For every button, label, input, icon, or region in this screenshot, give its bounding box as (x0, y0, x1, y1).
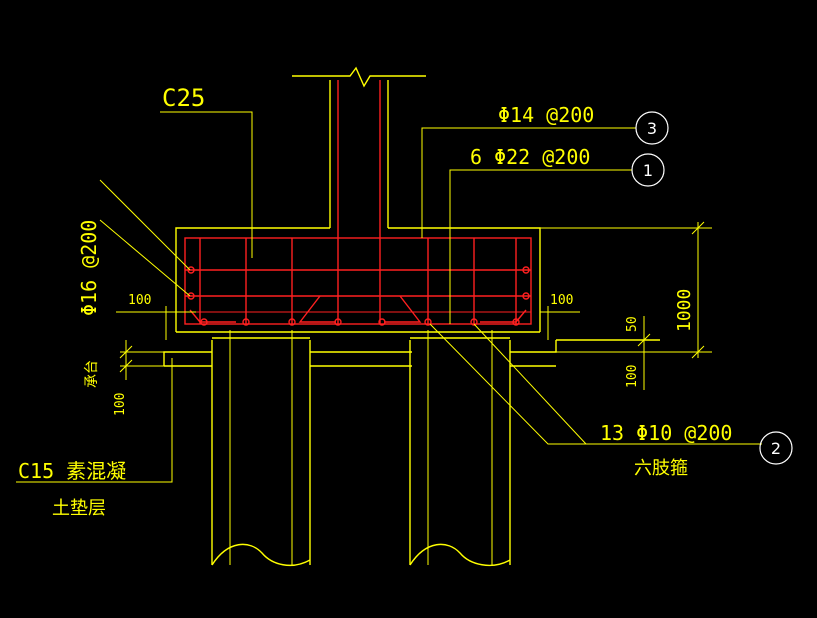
callout-number-1: 1 (643, 161, 653, 180)
bedding-label-line1: C15 素混凝 (18, 459, 126, 483)
stirrup-note-label: 六肢箍 (634, 458, 688, 479)
side-bar-label: Φ16 @200 (77, 220, 101, 316)
rebar-dot (288, 318, 296, 326)
callout-number-3: 3 (647, 119, 657, 138)
dim-1000-label: 1000 (674, 289, 695, 332)
leader-c25 (160, 111, 253, 258)
rebar-dot (334, 318, 342, 326)
callout-circle-2 (759, 431, 793, 465)
leader-bedding (16, 358, 173, 483)
structure-outline (163, 66, 660, 567)
bedding-left (163, 351, 212, 366)
dim-100-left-label: 100 (128, 293, 151, 308)
dim-100-bed-right-label: 100 (625, 365, 640, 388)
dim-tick (119, 359, 133, 373)
rebar-dot (470, 318, 478, 326)
bedding-right (510, 340, 557, 353)
cap-top-left (175, 227, 330, 332)
reinforcement (184, 80, 532, 326)
callout-circle-3 (635, 111, 669, 145)
rebar-dot (512, 318, 520, 326)
dim-tick (637, 333, 651, 347)
rebar-dots (187, 266, 530, 326)
dim-tick (691, 345, 705, 359)
pile-cap-label: 承台 (84, 360, 100, 388)
leader-stirrup-b (473, 323, 587, 445)
dim-tick (119, 345, 133, 359)
rebar-dot (378, 318, 386, 326)
hook-center-left (298, 295, 336, 323)
rebar-dot (187, 266, 195, 274)
dim-100-right-label: 100 (550, 293, 573, 308)
rebar-dot (424, 318, 432, 326)
column-break-line (292, 66, 426, 88)
hook-right (480, 309, 527, 323)
hook-center-right (384, 295, 422, 323)
rebar-dot (187, 292, 195, 300)
callouts (631, 111, 793, 465)
rebar-dot (522, 266, 530, 274)
stirrup-label: 13 Φ10 @200 (600, 421, 732, 445)
callout-circle-1 (631, 153, 665, 187)
rebar-dot (200, 318, 208, 326)
dim-50-label: 50 (625, 316, 640, 332)
leader-top-bar (421, 127, 636, 238)
pile-right-break (409, 543, 511, 567)
rebar-dot (522, 292, 530, 300)
leader-side-bar-b (99, 219, 191, 297)
leader-stirrup-a (429, 323, 762, 445)
dim-100-bed-label: 100 (113, 393, 128, 416)
rebar-cage (184, 237, 532, 325)
callout-number-2: 2 (771, 439, 781, 458)
leader-side-bar-a (99, 179, 191, 271)
leader-lines (16, 111, 762, 483)
top-bar-label: Φ14 @200 (498, 103, 594, 127)
bottom-bar-label: 6 Φ22 @200 (470, 145, 590, 169)
bedding-label-line2: 土垫层 (52, 498, 106, 519)
hook-left (189, 309, 236, 323)
cap-top-right (388, 227, 541, 332)
rebar-dot (242, 318, 250, 326)
concrete-grade-label: C25 (162, 84, 205, 112)
dim-tick (691, 221, 705, 235)
leader-bottom-bar (449, 169, 632, 324)
pile-left-break (211, 543, 311, 567)
